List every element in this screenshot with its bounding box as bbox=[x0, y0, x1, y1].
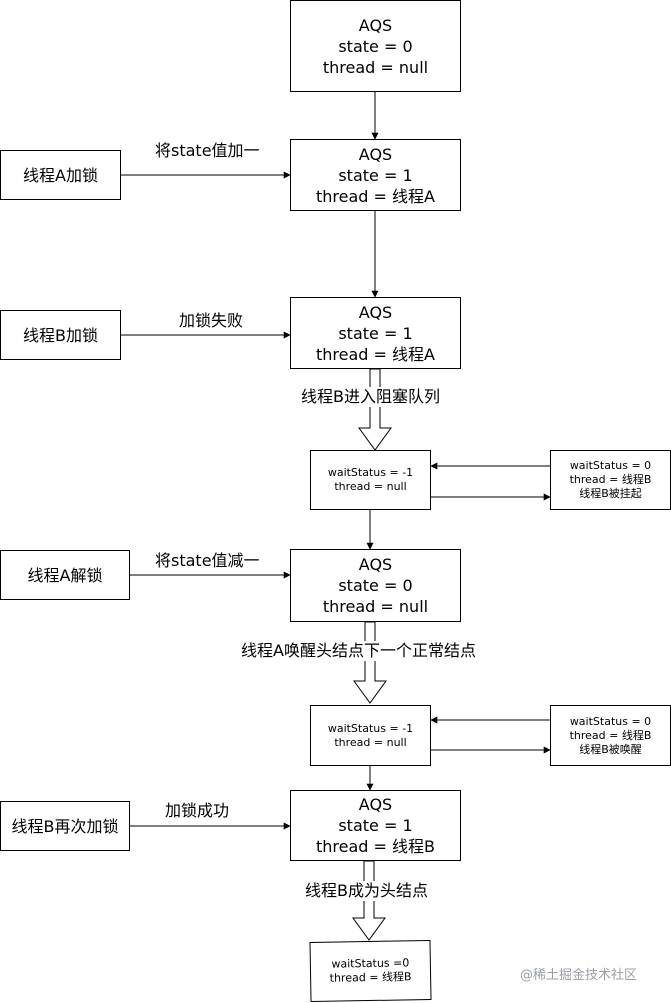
aqs-state: state = 1 bbox=[338, 165, 413, 185]
aqs-thread: thread = 线程A bbox=[316, 186, 435, 206]
actor-label: 线程B加锁 bbox=[23, 325, 98, 345]
aqs-box-4: AQS state = 1 thread = 线程B bbox=[290, 790, 461, 861]
queue-head-node-2: waitStatus =0 thread = 线程B bbox=[309, 939, 432, 1003]
queue-node-1: waitStatus = 0 thread = 线程B 线程B被唤醒 bbox=[550, 705, 671, 766]
aqs-title: AQS bbox=[358, 144, 393, 164]
aqs-title: AQS bbox=[358, 302, 393, 322]
actor-box-2: 线程A解锁 bbox=[0, 550, 130, 600]
queue-node-0: waitStatus = 0 thread = 线程B 线程B被挂起 bbox=[550, 450, 671, 510]
node-thread: thread = 线程B bbox=[329, 970, 412, 985]
actor-box-1: 线程B加锁 bbox=[0, 310, 121, 360]
action-label-2: 将state值减一 bbox=[155, 551, 260, 570]
aqs-state: state = 1 bbox=[338, 816, 413, 835]
aqs-box-0: AQS state = 0 thread = null bbox=[290, 0, 461, 92]
actor-box-3: 线程B再次加锁 bbox=[0, 801, 130, 851]
node-thread: thread = 线程B bbox=[569, 728, 652, 742]
aqs-thread: thread = 线程A bbox=[316, 344, 435, 364]
action-label-3: 加锁成功 bbox=[165, 801, 230, 820]
aqs-state: state = 1 bbox=[338, 323, 413, 343]
node-thread: thread = null bbox=[334, 480, 407, 493]
block-arrow-1 bbox=[353, 621, 387, 704]
aqs-box-2: AQS state = 1 thread = 线程A bbox=[290, 297, 461, 369]
aqs-state: state = 0 bbox=[338, 36, 413, 56]
action-label-1: 加锁失败 bbox=[179, 311, 244, 330]
queue-head-node-1: waitStatus = -1 thread = null bbox=[310, 705, 431, 766]
node-note: 线程B被挂起 bbox=[579, 487, 642, 500]
aqs-box-1: AQS state = 1 thread = 线程A bbox=[290, 139, 461, 211]
node-wait-status: waitStatus =0 bbox=[331, 956, 410, 971]
aqs-box-3: AQS state = 0 thread = null bbox=[290, 549, 461, 622]
node-wait-status: waitStatus = -1 bbox=[327, 721, 414, 735]
node-thread: thread = 线程B bbox=[569, 473, 652, 486]
transition-label-2: 线程B成为头结点 bbox=[305, 881, 428, 901]
aqs-thread: thread = null bbox=[322, 57, 429, 77]
watermark: @稀土掘金技术社区 bbox=[520, 968, 638, 983]
transition-label-1: 线程A唤醒头结点下一个正常结点 bbox=[241, 641, 476, 661]
actor-box-0: 线程A加锁 bbox=[0, 150, 121, 200]
aqs-title: AQS bbox=[358, 15, 393, 35]
node-thread: thread = null bbox=[334, 735, 407, 749]
aqs-thread: thread = null bbox=[322, 597, 429, 616]
transition-label-0: 线程B进入阻塞队列 bbox=[301, 387, 440, 407]
node-note: 线程B被唤醒 bbox=[579, 742, 642, 756]
node-wait-status: waitStatus = -1 bbox=[327, 466, 414, 479]
queue-head-node-0: waitStatus = -1 thread = null bbox=[310, 450, 431, 510]
aqs-title: AQS bbox=[358, 795, 393, 814]
aqs-title: AQS bbox=[358, 555, 393, 574]
actor-label: 线程A加锁 bbox=[23, 165, 98, 185]
aqs-state: state = 0 bbox=[338, 576, 413, 595]
block-arrow-0 bbox=[358, 368, 392, 451]
aqs-thread: thread = 线程B bbox=[315, 837, 435, 856]
actor-label: 线程B再次加锁 bbox=[11, 816, 119, 836]
action-label-0: 将state值加一 bbox=[155, 141, 260, 160]
actor-label: 线程A解锁 bbox=[27, 565, 103, 585]
node-wait-status: waitStatus = 0 bbox=[569, 714, 652, 728]
node-wait-status: waitStatus = 0 bbox=[569, 459, 652, 472]
